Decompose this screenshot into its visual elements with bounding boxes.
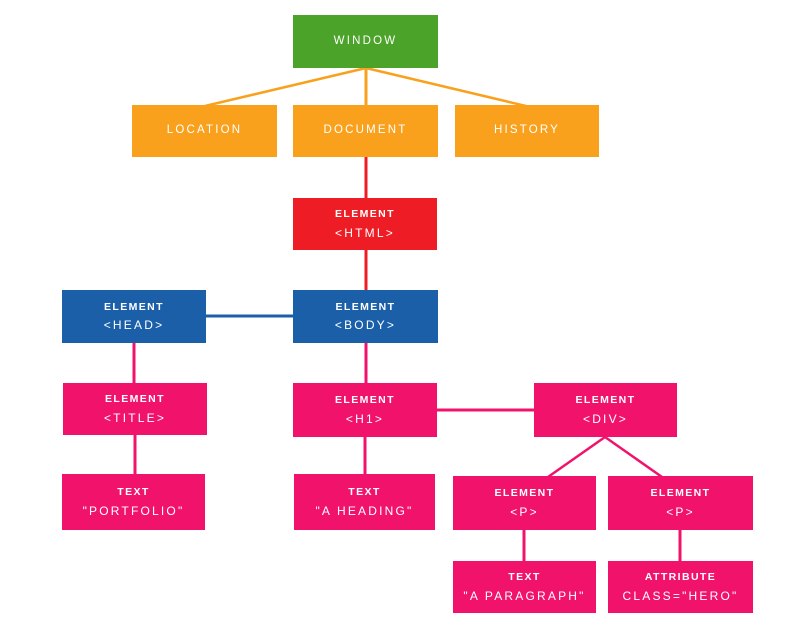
node-value-label: <DIV> — [582, 411, 629, 426]
node-label: DOCUMENT — [323, 124, 408, 137]
node-text-portfolio: TEXT "PORTFOLIO" — [62, 474, 205, 530]
node-value-label: <TITLE> — [103, 410, 167, 425]
node-element-div: ELEMENT <DIV> — [534, 383, 677, 437]
node-label: HISTORY — [493, 124, 561, 137]
node-element-p-first: ELEMENT <P> — [453, 476, 596, 530]
node-element-title: ELEMENT <TITLE> — [63, 383, 207, 435]
node-document: DOCUMENT — [293, 105, 438, 157]
node-element-body: ELEMENT <BODY> — [293, 290, 438, 343]
node-value-label: <P> — [666, 504, 695, 519]
node-element-html: ELEMENT <HTML> — [293, 198, 437, 250]
node-label: WINDOW — [333, 34, 398, 47]
node-value-label: <P> — [510, 504, 539, 519]
node-type-label: TEXT — [117, 486, 150, 499]
node-value-label: CLASS="HERO" — [622, 588, 739, 603]
node-text-a-paragraph: TEXT "A PARAGRAPH" — [453, 561, 596, 613]
node-history: HISTORY — [455, 105, 599, 157]
node-value-label: "A HEADING" — [315, 503, 414, 518]
node-window: WINDOW — [293, 15, 438, 68]
node-value-label: <HEAD> — [103, 318, 165, 333]
node-label: LOCATION — [166, 124, 243, 137]
node-element-h1: ELEMENT <H1> — [293, 383, 437, 437]
node-type-label: TEXT — [508, 571, 541, 584]
node-type-label: ELEMENT — [335, 300, 396, 313]
node-type-label: TEXT — [348, 486, 381, 499]
node-type-label: ELEMENT — [494, 487, 555, 500]
node-type-label: ELEMENT — [650, 487, 711, 500]
node-text-a-heading: TEXT "A HEADING" — [294, 474, 435, 530]
node-type-label: ELEMENT — [575, 394, 636, 407]
node-value-label: <HTML> — [335, 225, 395, 240]
edge-window-location — [204, 66, 367, 108]
node-type-label: ELEMENT — [335, 208, 395, 221]
node-value-label: "PORTFOLIO" — [82, 503, 185, 518]
edge-div-p2 — [604, 435, 663, 479]
node-element-head: ELEMENT <HEAD> — [62, 290, 206, 343]
node-attribute-class-hero: ATTRIBUTE CLASS="HERO" — [608, 561, 753, 613]
node-value-label: <BODY> — [334, 318, 397, 333]
edge-div-p1 — [547, 435, 606, 479]
node-type-label: ELEMENT — [105, 393, 165, 406]
node-value-label: "A PARAGRAPH" — [463, 588, 586, 603]
node-location: LOCATION — [132, 105, 277, 157]
node-type-label: ATTRIBUTE — [644, 571, 717, 584]
node-type-label: ELEMENT — [104, 300, 164, 313]
node-element-p-second: ELEMENT <P> — [608, 476, 753, 530]
node-type-label: ELEMENT — [335, 394, 395, 407]
node-value-label: <H1> — [345, 411, 385, 426]
edge-window-history — [365, 66, 527, 108]
